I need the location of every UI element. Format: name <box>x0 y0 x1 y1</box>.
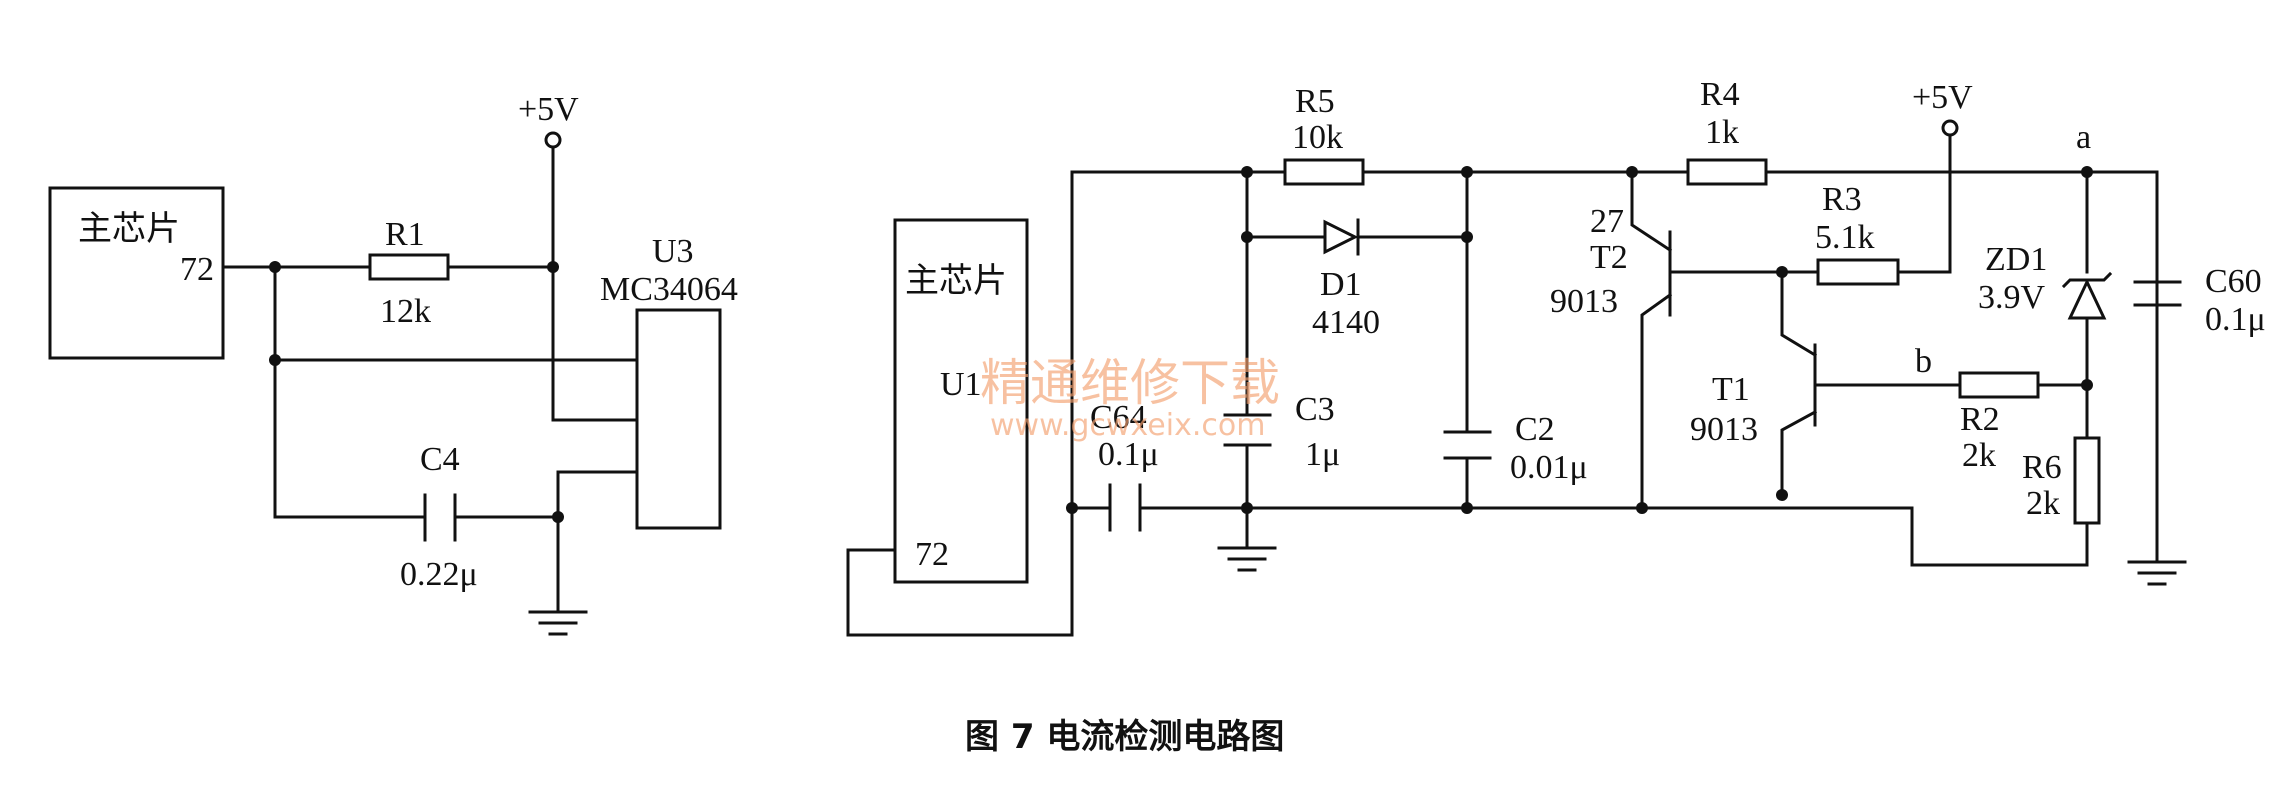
right-c2-name: C2 <box>1515 411 1555 448</box>
right-r4-value: 1k <box>1705 114 1739 151</box>
right-wire-t1-emitter <box>1780 409 1818 497</box>
right-main-chip-pin: 72 <box>915 536 949 573</box>
left-r1-resistor <box>368 253 450 281</box>
right-c3-name: C3 <box>1295 391 1335 428</box>
right-junction-r5-right <box>1461 166 1473 178</box>
right-wire-ground-bus-2 <box>1138 506 2089 567</box>
right-r3-resistor <box>1816 258 1900 286</box>
left-junction-r1 <box>269 261 281 273</box>
right-wire-t2-collector <box>1630 170 1673 253</box>
right-r5-resistor <box>1283 158 1365 186</box>
right-r5-value: 10k <box>1292 119 1343 156</box>
right-r6-resistor <box>2073 436 2101 525</box>
left-c4-value: 0.22μ <box>400 556 478 593</box>
right-junction-node-a <box>2081 166 2093 178</box>
right-junction-t1-emitter <box>1776 489 1788 501</box>
right-t1-name: T1 <box>1712 371 1750 408</box>
right-junction-node-b <box>2081 379 2093 391</box>
right-r5-name: R5 <box>1295 83 1335 120</box>
right-junction-c2-bottom <box>1461 502 1473 514</box>
right-zd1-bar <box>2061 271 2113 289</box>
right-wire-pin72-loop <box>846 170 1287 637</box>
right-main-chip-label: 主芯片 <box>905 262 1007 300</box>
right-c2-value: 0.01μ <box>1510 449 1588 486</box>
right-junction-t2-base <box>1776 266 1788 278</box>
left-wire-u3-output <box>556 470 639 519</box>
left-wire-node-to-u3 <box>273 265 639 362</box>
right-node-a-label: a <box>2076 119 2091 156</box>
left-u3-chip <box>635 308 722 530</box>
right-main-chip-ref: U1 <box>940 366 982 403</box>
right-ground-symbol-c60 <box>2127 560 2187 586</box>
right-wire-t1-base-feed <box>1780 270 1818 358</box>
right-wire-r3-right <box>1896 133 1952 274</box>
left-junction-vcc <box>547 261 559 273</box>
right-r6-name: R6 <box>2022 449 2062 486</box>
right-r4-resistor <box>1686 158 1768 186</box>
right-zd1-name: ZD1 <box>1985 241 2047 278</box>
right-t2-pin-label: 27 <box>1590 203 1624 240</box>
right-r2-resistor <box>1958 371 2040 399</box>
right-c64-name: C64 <box>1090 399 1147 436</box>
watermark-url: www.gcwxeix.com <box>990 408 1265 443</box>
right-circuit: 主芯片 U1 72 <box>846 76 2266 637</box>
right-c64-value: 0.1μ <box>1098 436 1159 473</box>
right-main-chip-block <box>893 218 1029 584</box>
figure-caption: 图 7 电流检测电路图 <box>965 717 1284 757</box>
right-junction-c64 <box>1066 502 1078 514</box>
right-r2-name: R2 <box>1960 401 2000 438</box>
right-vcc-terminal <box>1941 119 1959 137</box>
left-c4-name: C4 <box>420 441 460 478</box>
left-main-chip-block <box>48 186 225 360</box>
right-vcc-label: +5V <box>1912 79 1973 116</box>
right-junction-d1-left <box>1241 231 1253 243</box>
right-r4-name: R4 <box>1700 76 1740 113</box>
right-node-b-label: b <box>1915 343 1932 380</box>
right-r6-value: 2k <box>2026 485 2060 522</box>
left-circuit: 主芯片 72 +5V R1 12k U3 MC34064 C4 0.22μ <box>48 91 738 636</box>
right-junction-t2-emitter <box>1636 502 1648 514</box>
right-junction-r5-left <box>1241 166 1253 178</box>
watermark-text: 精通维修下载 <box>980 354 1280 412</box>
left-main-chip-pin: 72 <box>180 251 214 288</box>
left-main-chip-label: 主芯片 <box>78 210 180 248</box>
left-wire-left-bus-down <box>273 358 427 519</box>
left-junction-c4 <box>552 511 564 523</box>
right-r3-name: R3 <box>1822 181 1862 218</box>
right-t1-part: 9013 <box>1690 411 1758 448</box>
left-ground-symbol <box>528 610 588 636</box>
right-junction-d1-right <box>1461 231 1473 243</box>
left-vcc-terminal <box>544 131 562 149</box>
left-junction-bus <box>269 354 281 366</box>
right-c60-value: 0.1μ <box>2205 301 2266 338</box>
right-t2-part: 9013 <box>1550 283 1618 320</box>
left-vcc-label: +5V <box>518 91 579 128</box>
right-d1-diode <box>1323 219 1359 255</box>
right-r3-value: 5.1k <box>1815 219 1875 256</box>
right-c60-name: C60 <box>2205 263 2262 300</box>
right-r2-value: 2k <box>1962 437 1996 474</box>
left-r1-value: 12k <box>380 293 431 330</box>
right-junction-r4-left <box>1626 166 1638 178</box>
right-ground-symbol-c3 <box>1217 506 1277 572</box>
left-wire-vcc-rail <box>551 146 639 422</box>
right-d1-value: 4140 <box>1312 304 1380 341</box>
right-zd1-value: 3.9V <box>1978 279 2046 316</box>
right-zd1-zener <box>2067 278 2107 320</box>
left-u3-part: MC34064 <box>600 271 738 308</box>
right-d1-name: D1 <box>1320 266 1362 303</box>
right-t2-name: T2 <box>1590 239 1628 276</box>
left-u3-name: U3 <box>652 233 694 270</box>
left-r1-name: R1 <box>385 216 425 253</box>
right-wire-t2-emitter <box>1640 292 1673 510</box>
right-c3-value: 1μ <box>1305 436 1340 473</box>
